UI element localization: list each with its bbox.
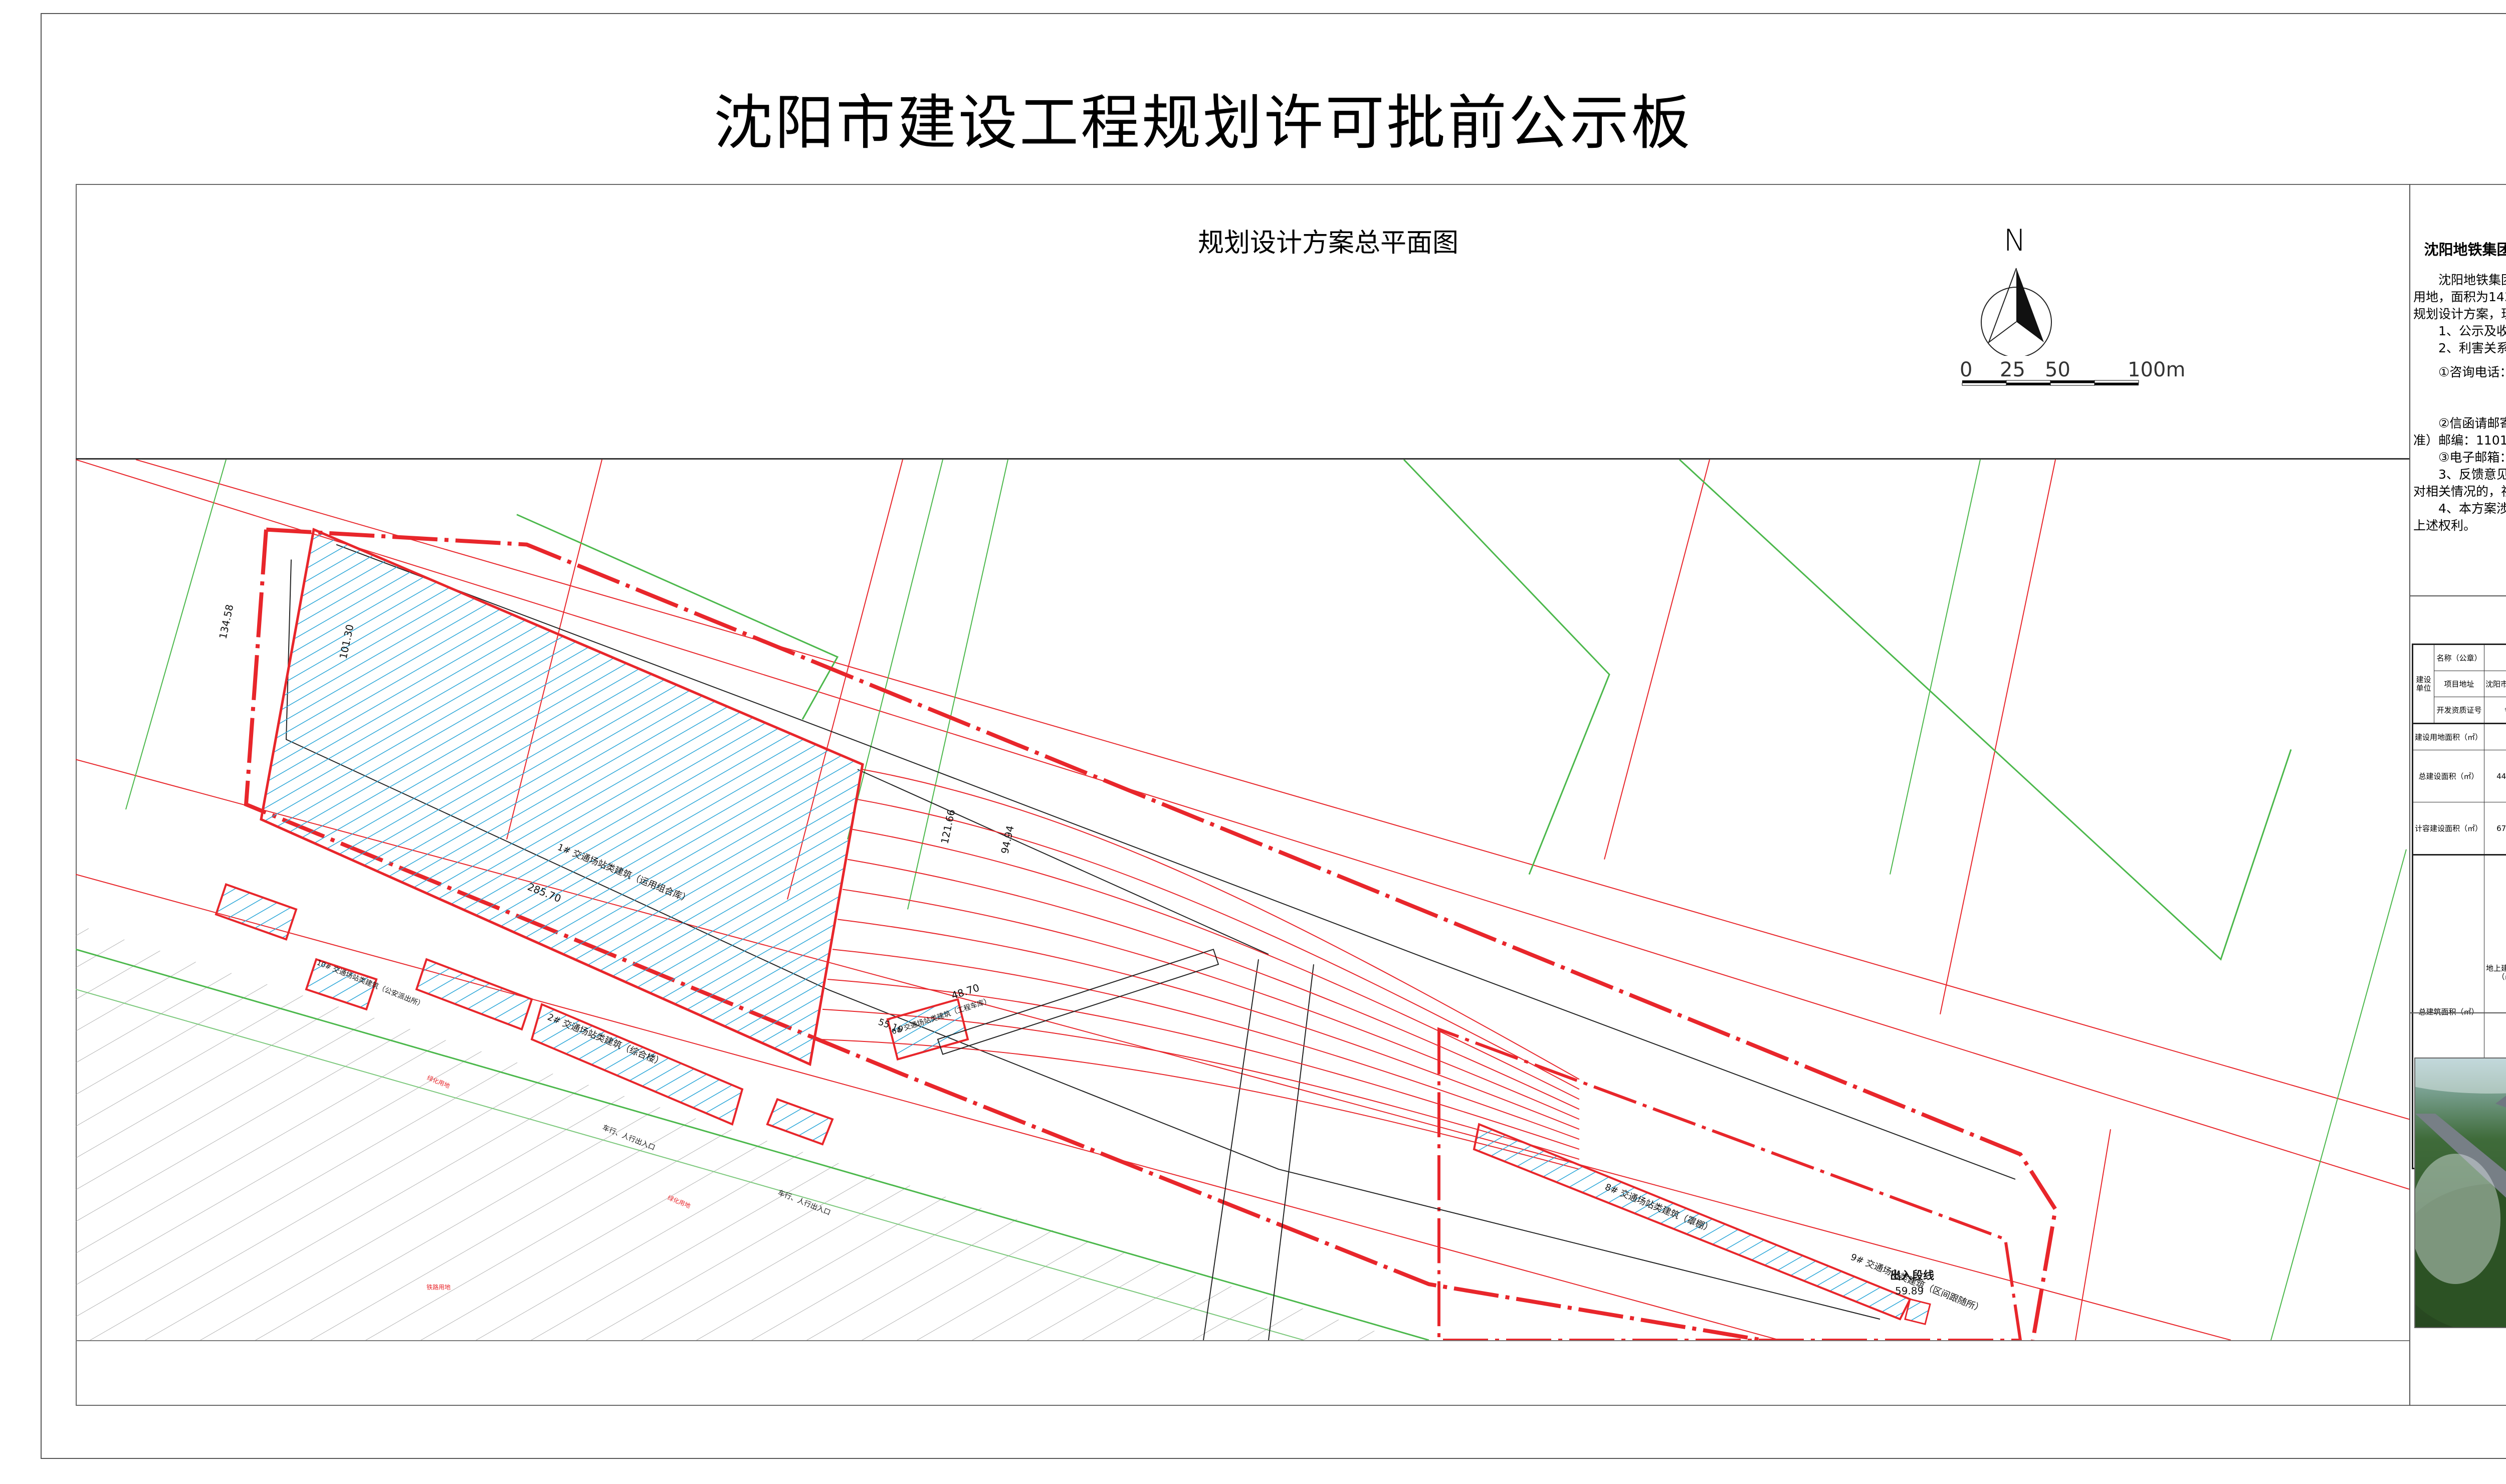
land-area: 143173.66 bbox=[2483, 723, 2506, 750]
panel-divider bbox=[2409, 184, 2410, 1406]
plan-title: 规划设计方案总平面图 bbox=[1197, 228, 1458, 258]
notice-phone-approval: ①咨询电话：审批部门：沈阳市自然资源局浑南分局，024-24820973; bbox=[2438, 365, 2506, 379]
aerial-section-title: 鸟瞰图 bbox=[2410, 1016, 2506, 1051]
label-dim-a: 134.58 bbox=[217, 603, 236, 640]
land-area-label: 建设用地面积（㎡） bbox=[2412, 723, 2484, 750]
indicators-section-title: 主要经济技术指标 bbox=[2410, 597, 2506, 638]
builder-name-label: 名称（公章） bbox=[2434, 644, 2484, 671]
notice-email[interactable]: ③电子邮箱：spk24718506@163.com。 bbox=[2438, 450, 2506, 465]
site-plan-drawing: 1# 交通场站类建筑（运用组合库） 2# 交通场站类建筑（综合楼） 6# 交通场… bbox=[76, 458, 2409, 1341]
label-rail-land: 铁路用地 bbox=[427, 1283, 451, 1291]
builder-address-label: 项目地址 bbox=[2434, 671, 2484, 697]
far-build: 67043 bbox=[2484, 802, 2506, 855]
scale-label-100: 100m bbox=[2128, 358, 2186, 381]
inner-frame bbox=[76, 184, 2506, 1406]
notice-intro: 沈阳地铁集团有限公司开发的浑南区航天南路的航天南路停车场项目，规划用地性质为交通… bbox=[2413, 273, 2506, 321]
notice-item-1: 1、公示及收集意见日期：2021年4月23日--2021年4月30日（7个工作日… bbox=[2438, 324, 2506, 338]
scale-label-50: 50 bbox=[2045, 358, 2070, 381]
total-build-label: 总建设面积（㎡） bbox=[2412, 750, 2484, 802]
notice-item-2: 2、利害关系人可在公示有效期内通过以下途径咨询或提出意见： bbox=[2438, 341, 2506, 355]
notice-body: 沈阳地铁集团有限公司开发的浑南区航天南路的航天南路停车场项目，规划用地性质为交通… bbox=[2413, 272, 2506, 572]
indicators-divider bbox=[2410, 1012, 2506, 1013]
north-arrow-icon: N bbox=[1955, 205, 2075, 358]
compass-n-label: N bbox=[2004, 223, 2026, 258]
notice-item-3: 3、反馈意见请注明联系人真实姓名、电话、地址等信息；如因信息不完整或不真实导致无… bbox=[2413, 467, 2506, 499]
notice-mail: ②信函请邮寄至；沈阳市浑南区世纪路15号沈阳市自然资源局浑南分局审批科（以邮戳日… bbox=[2413, 416, 2506, 448]
builder-address: 沈阳市浑南区航天南路南侧 bbox=[2484, 671, 2506, 697]
label-dim-b: 121.66 bbox=[938, 808, 957, 845]
scale-bar: 0 25 50 100m bbox=[1960, 358, 2185, 388]
outer-frame bbox=[41, 13, 2506, 1459]
label-dim-e: 59.89 bbox=[1895, 1285, 1924, 1297]
notice-phone-designer: 设计单位：中国铁路设计集团有限公司，022-60678800; bbox=[2413, 398, 2506, 415]
far-build-label: 计容建设面积（㎡） bbox=[2412, 802, 2484, 855]
scale-label-0: 0 bbox=[1960, 358, 1973, 381]
notice-divider bbox=[2410, 595, 2506, 596]
board-title: 沈阳市建设工程规划许可批前公示板 bbox=[713, 88, 1692, 157]
notice-section-title: 公示信息 bbox=[2410, 191, 2506, 229]
aerial-view-image bbox=[2414, 1057, 2506, 1328]
builder-name: 沈阳地铁集团有限公司 bbox=[2483, 644, 2506, 671]
right-panel: 公示信息 沈阳地铁集团有限公司位于浑南区航天南路的航天南路停车场项目规划许可批前… bbox=[2410, 184, 2506, 1406]
gross-above-label: 地上建筑面积（㎡） bbox=[2484, 854, 2506, 1090]
label-access-line: 出入段线 bbox=[1890, 1269, 1934, 1282]
notice-phone-builder: 建设单位：沈阳地铁集团有限公司，024-24082122; bbox=[2413, 381, 2506, 398]
notice-sign-date: 2021年4月23日 bbox=[2413, 555, 2506, 572]
builder-group-label: 建设单位 bbox=[2412, 644, 2434, 724]
builder-license-label: 开发资质证号 bbox=[2434, 697, 2484, 724]
notice-heading: 沈阳地铁集团有限公司位于浑南区航天南路的航天南路停车场项目规划许可批前公示 bbox=[2424, 241, 2506, 258]
builder-license: 91210100760062562u bbox=[2484, 697, 2506, 724]
notice-item-4: 4、本方案涉及的利害关系人依法享有陈述、申辩以及申请听证等权利，逾期未申请则视为… bbox=[2413, 501, 2506, 533]
total-build: 44221 bbox=[2484, 750, 2506, 802]
scale-label-25: 25 bbox=[2000, 358, 2025, 381]
notice-sign-org: 沈阳市自然资源局浑南分局 bbox=[2413, 538, 2506, 555]
